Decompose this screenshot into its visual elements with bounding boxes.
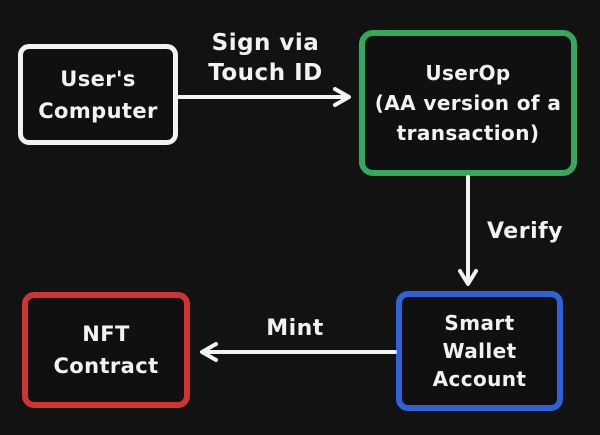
arrow-sign-right <box>177 87 351 107</box>
edge-label-sign-via-touch-id: Sign via Touch ID <box>178 28 353 88</box>
edge-label-mint: Mint <box>250 315 340 343</box>
node-label-line: (AA version of a <box>374 91 562 115</box>
edge-label-line: Verify <box>486 219 564 244</box>
node-userop: UserOp (AA version of a transaction) <box>359 30 577 176</box>
node-label-line: Smart <box>444 311 515 335</box>
node-label-line: NFT <box>82 322 130 346</box>
edge-label-line: Mint <box>266 316 324 341</box>
node-nft-contract: NFT Contract <box>22 292 190 408</box>
arrow-verify-down <box>458 175 478 286</box>
node-label-line: Wallet <box>442 339 517 363</box>
edge-label-line: Sign via <box>211 30 320 56</box>
edge-label-line: Touch ID <box>208 60 323 86</box>
node-smart-wallet-account: Smart Wallet Account <box>396 291 563 411</box>
node-label-line: Computer <box>38 98 158 123</box>
node-label-line: Contract <box>53 354 159 378</box>
arrow-mint-left <box>200 342 397 362</box>
node-label-line: User's <box>60 66 136 91</box>
node-label-line: UserOp <box>425 61 511 85</box>
node-label-line: transaction) <box>396 121 540 145</box>
node-users-computer: User's Computer <box>18 44 178 145</box>
node-label-line: Account <box>432 367 527 391</box>
edge-label-verify: Verify <box>485 218 565 246</box>
